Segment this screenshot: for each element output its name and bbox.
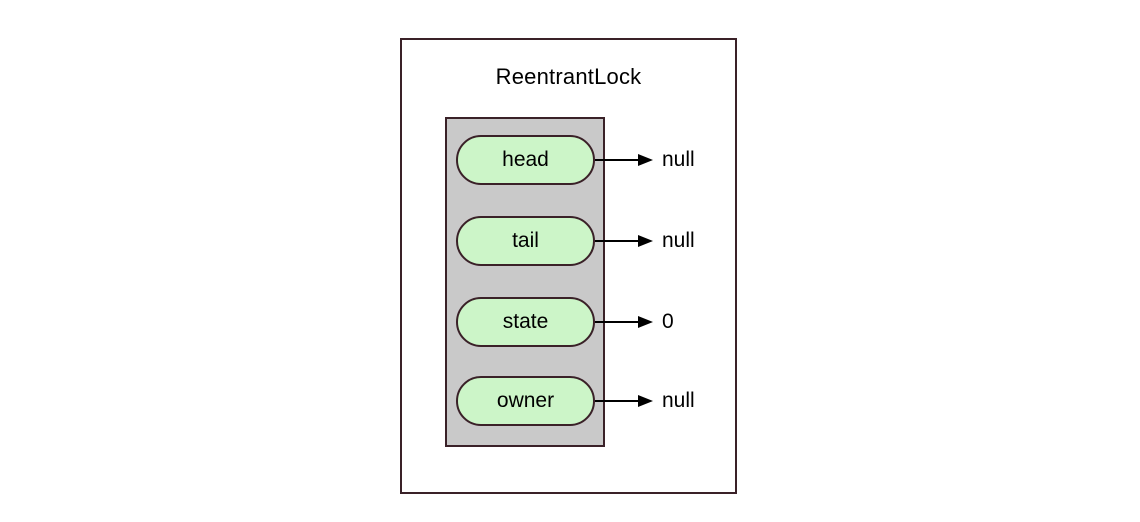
field-pill: tail	[456, 216, 595, 266]
field-name-label: state	[502, 310, 549, 333]
field-value-label: 0	[662, 310, 674, 333]
arrow-right-icon	[595, 154, 653, 166]
field-row-owner: owner null	[456, 376, 695, 426]
field-name-label: head	[502, 148, 549, 171]
field-pill: owner	[456, 376, 595, 426]
field-row-tail: tail null	[456, 216, 695, 266]
field-value-label: null	[662, 389, 695, 412]
field-value-label: null	[662, 229, 695, 252]
field-pill: head	[456, 135, 595, 185]
arrow-right-icon	[595, 395, 653, 407]
arrow-right-icon	[595, 316, 653, 328]
field-row-state: state 0	[456, 297, 674, 347]
field-pill: state	[456, 297, 595, 347]
diagram-title: ReentrantLock	[495, 64, 642, 89]
field-name-label: owner	[496, 389, 555, 412]
field-name-label: tail	[512, 229, 539, 252]
arrow-right-icon	[595, 235, 653, 247]
field-value-label: null	[662, 148, 695, 171]
field-row-head: head null	[456, 135, 695, 185]
